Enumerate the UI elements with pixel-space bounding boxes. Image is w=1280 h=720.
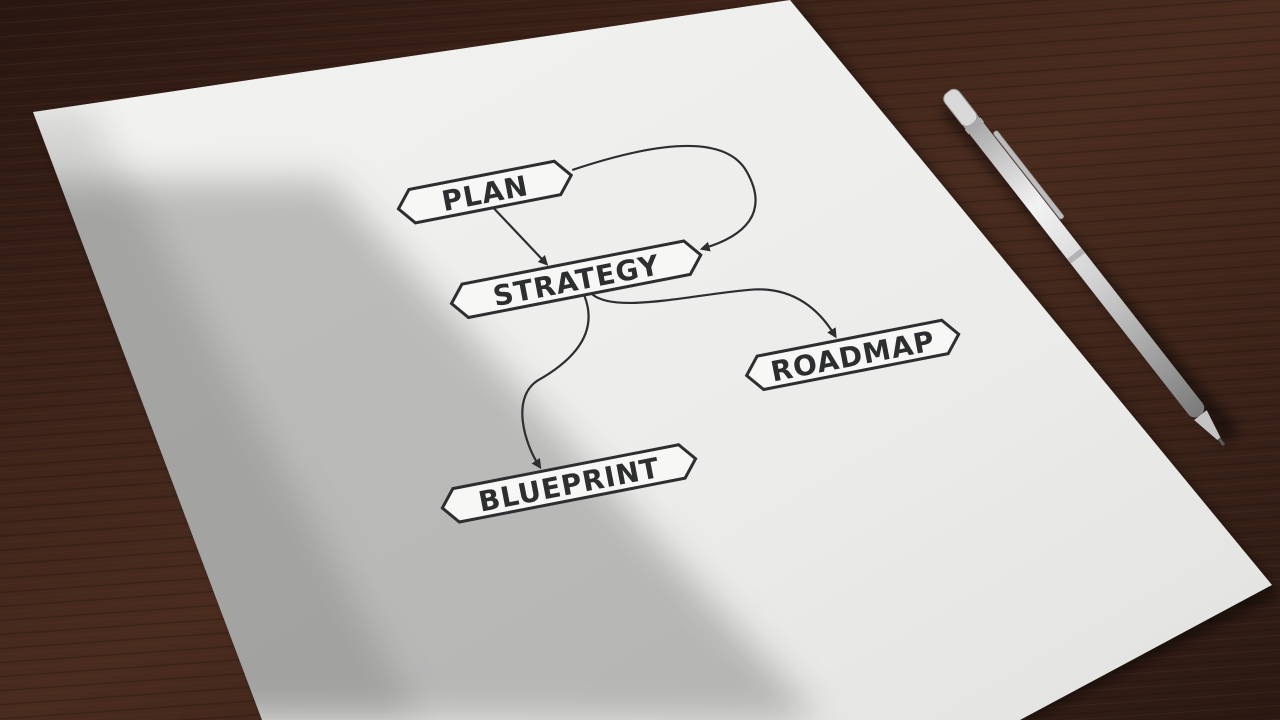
arrow-strategy-to-blueprint — [521, 295, 590, 470]
arrow-strategy-to-roadmap — [591, 288, 837, 339]
arrow-plan-loop-to-strategy — [571, 144, 757, 252]
arrow-plan-to-strategy — [493, 207, 549, 266]
pen — [943, 88, 1225, 446]
